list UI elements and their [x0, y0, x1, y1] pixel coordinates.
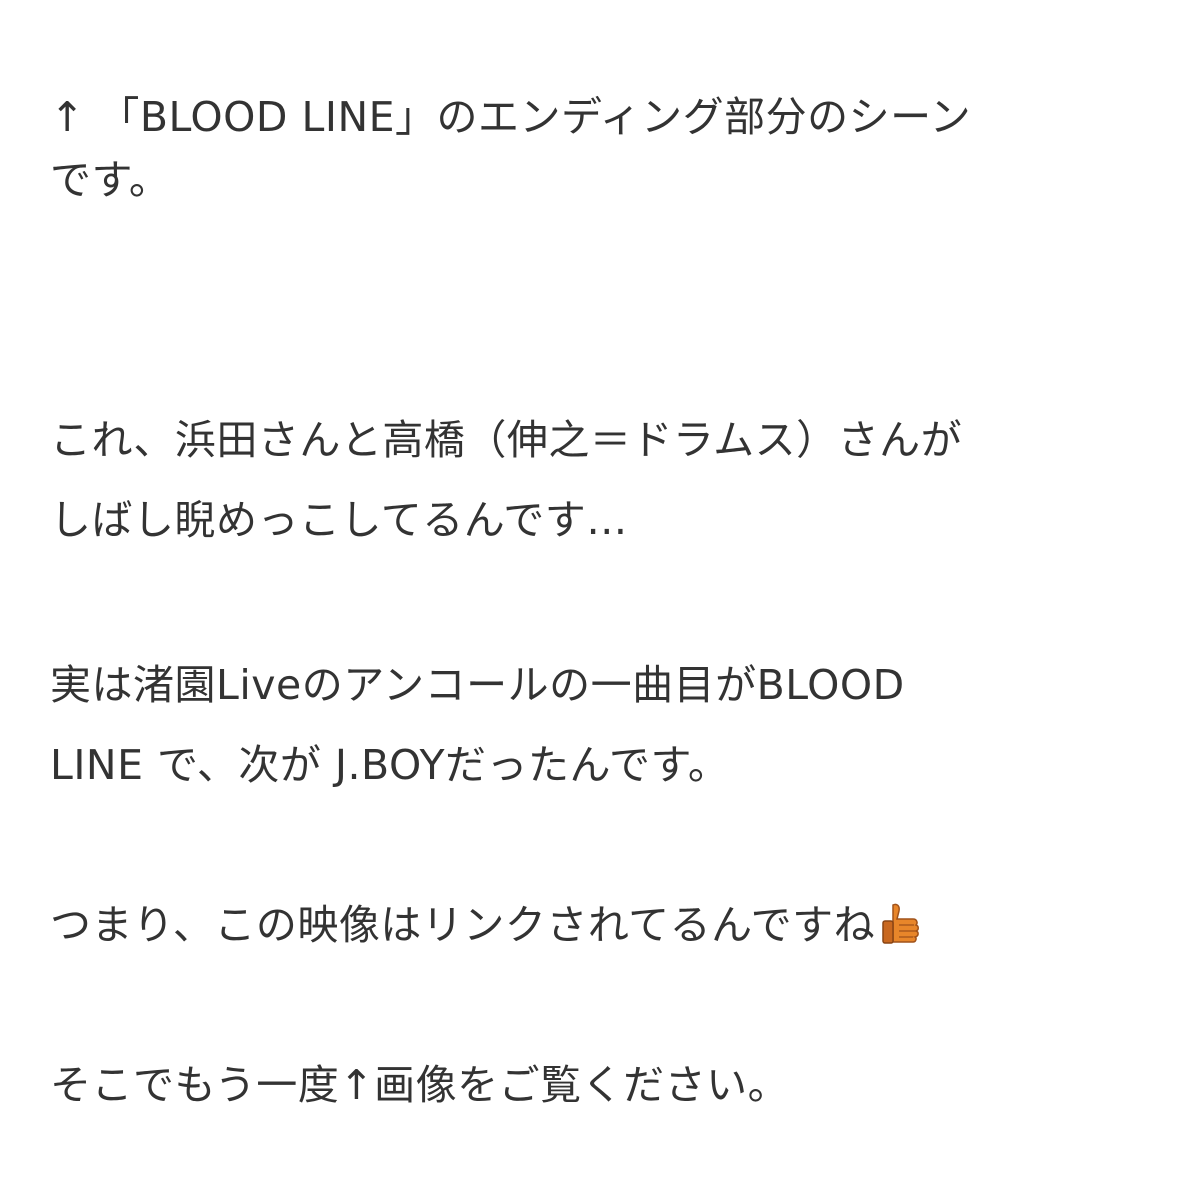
- text-line: しばし睨めっこしてるんです…: [50, 496, 628, 544]
- text-line: です。: [50, 156, 171, 204]
- text-line: 実は渚園Liveのアンコールの一曲目がBLOOD: [50, 661, 905, 709]
- thumbs-up-icon: [879, 901, 921, 947]
- text-line: つまり、この映像はリンクされてるんですね: [50, 895, 921, 955]
- text-line: LINE で、次が J.BOYだったんです。: [50, 741, 730, 789]
- text-line: そこでもう一度↑画像をご覧ください。: [50, 1061, 790, 1109]
- text-line: これ、浜田さんと高橋（伸之＝ドラムス）さんが: [50, 416, 963, 464]
- text-line-content: つまり、この映像はリンクされてるんですね: [50, 901, 876, 949]
- text-line: ↑ 「BLOOD LINE」のエンディング部分のシーン: [50, 93, 972, 141]
